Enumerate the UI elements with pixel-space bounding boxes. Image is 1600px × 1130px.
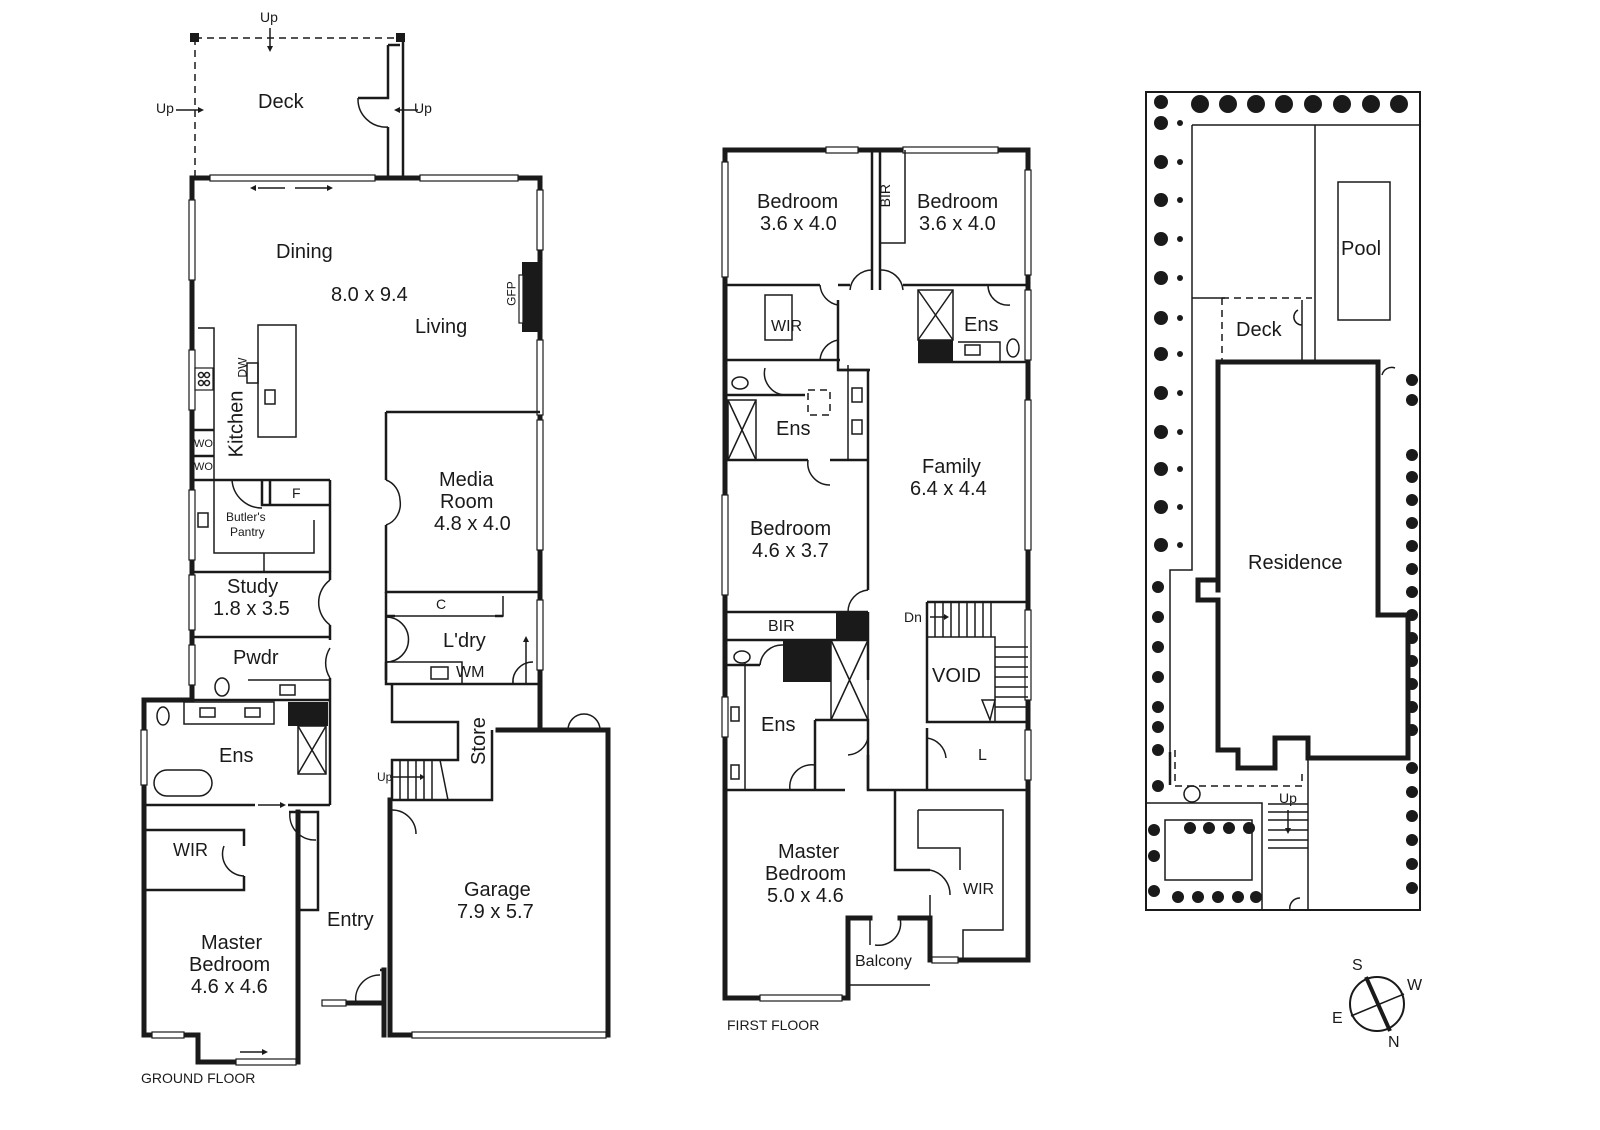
fridge-label: F [292,485,301,501]
compass-rose [1349,976,1405,1032]
ground-wir-label: WIR [173,840,208,860]
ground-ensuite-label: Ens [219,745,254,767]
garage-label: Garage [464,879,531,901]
cupboard-label: C [436,596,447,612]
kitchen-label: Kitchen [225,390,248,458]
ground-floor-title: GROUND FLOOR [141,1070,256,1086]
ensuite-right-label: Ens [964,314,999,336]
study-label: Study [227,576,279,598]
bedroom-2-size: 3.6 x 4.0 [919,213,996,235]
ground-stairs-up-label: Up [377,770,393,784]
ground-master-label-2: Bedroom [189,954,271,976]
linen-label: L [978,747,987,764]
site-deck-label: Deck [1236,319,1282,341]
deck-up-label-right: Up [414,100,432,116]
wall-oven-label-2: WO [194,461,213,473]
deck-up-label-top: Up [260,9,278,25]
site-plan [1145,91,1421,911]
void-label: VOID [932,665,981,687]
first-master-label-1: Master [778,841,840,863]
media-room-size: 4.8 x 4.0 [434,513,511,535]
ensuite-left-label: Ens [776,418,811,440]
bir-mid-label: BIR [768,618,795,635]
compass-east-label: E [1332,1010,1343,1027]
butlers-pantry-label-1: Butler's [226,510,266,524]
dining-living-size: 8.0 x 9.4 [331,284,408,306]
compass-north-label: N [1388,1034,1400,1051]
first-floor-title: FIRST FLOOR [727,1017,820,1033]
bedroom-3-size: 4.6 x 3.7 [752,540,829,562]
powder-room-label: Pwdr [233,647,279,669]
garage-size: 7.9 x 5.7 [457,901,534,923]
living-label: Living [415,316,468,338]
store-label: Store [467,717,490,765]
laundry-label: L'dry [443,630,486,652]
residence-label: Residence [1248,552,1343,574]
bedroom-3-label: Bedroom [750,518,832,540]
balcony-label: Balcony [855,953,912,970]
compass-west-label: W [1407,977,1423,994]
study-size: 1.8 x 3.5 [213,598,290,620]
wall-oven-label-1: WO [194,438,213,450]
bedroom-1-size: 3.6 x 4.0 [760,213,837,235]
ensuite-lower-label: Ens [761,714,796,736]
ground-master-label-1: Master [201,932,263,954]
butlers-pantry-label-2: Pantry [230,525,265,539]
deck-label: Deck [258,91,304,113]
first-wir-label: WIR [963,881,995,898]
dishwasher-label: DW [235,357,250,378]
first-master-size: 5.0 x 4.6 [767,885,844,907]
family-size: 6.4 x 4.4 [910,478,987,500]
first-master-label-2: Bedroom [765,863,847,885]
stairs-down-label: Dn [904,609,922,625]
first-stairs [925,600,1028,724]
deck-up-label-left: Up [156,100,174,116]
ground-master-size: 4.6 x 4.6 [191,976,268,998]
ground-floor-plan [140,28,611,1066]
media-room-label-1: Media [439,469,494,491]
dining-label: Dining [276,241,333,263]
tree-symbols [1148,95,1418,903]
family-label: Family [922,456,981,478]
compass-south-label: S [1352,957,1363,974]
washing-machine-label: WM [456,664,485,681]
media-room-label-2: Room [440,491,494,513]
entry-label: Entry [327,909,374,931]
bedroom-1-label: Bedroom [757,191,839,213]
site-stairs-up-label: Up [1279,790,1297,806]
gas-fireplace-label: GFP [504,281,519,306]
deck-area [176,28,418,178]
wir-top-label: WIR [771,318,803,335]
pool-label: Pool [1341,238,1382,260]
ground-stairs [390,759,449,801]
bir-top-label: BIR [876,184,893,208]
first-floor-plan [721,146,1032,1002]
bedroom-2-label: Bedroom [917,191,999,213]
